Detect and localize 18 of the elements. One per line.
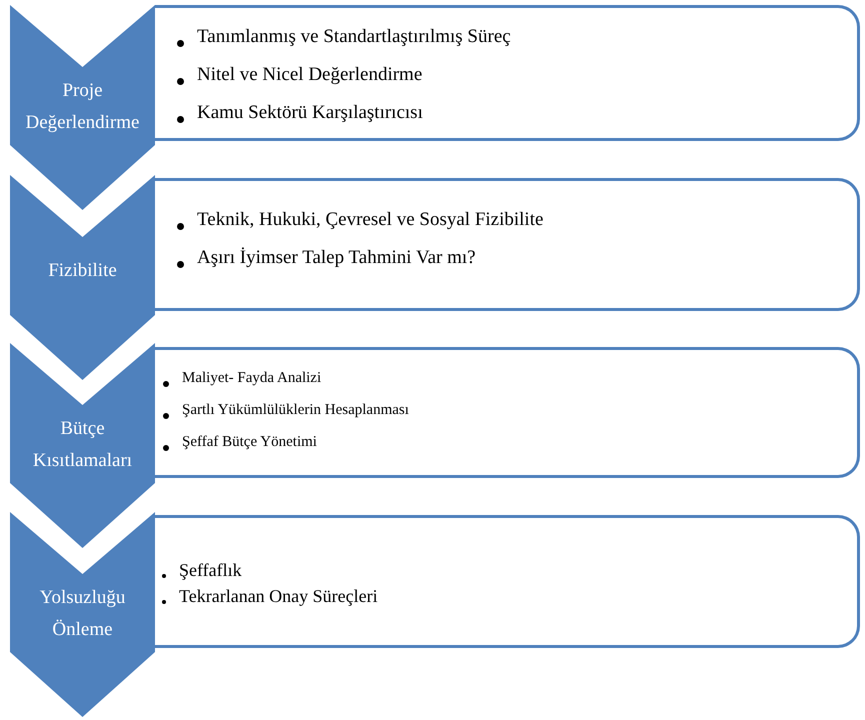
bullet-item: Şeffaf Bütçe Yönetimi (182, 434, 317, 451)
bullet-item: Aşırı İyimser Talep Tahmini Var mı? (197, 247, 476, 269)
step-label: Yolsuzluğu Önleme (38, 586, 126, 642)
step-label: Bütçe Kısıtlamaları (32, 417, 134, 473)
bullet-item: Tekrarlanan Onay Süreçleri (179, 586, 378, 607)
bullet-item: Maliyet- Fayda Analizi (182, 370, 322, 387)
bullet-item: Şeffaflık (179, 560, 242, 581)
bullet-item: Tanımlanmış ve Standartlaştırılmış Süreç (197, 26, 511, 48)
content-panel (155, 5, 860, 141)
content-panel (155, 515, 860, 648)
step-label: Proje Değerlendirme (24, 79, 140, 135)
content-panel (155, 347, 860, 478)
bullet-item: Kamu Sektörü Karşılaştırıcısı (197, 102, 423, 124)
step-label: Fizibilite (47, 259, 118, 283)
bullet-item: Şartlı Yükümlülüklerin Hesaplanması (182, 402, 409, 419)
content-panel (155, 178, 860, 311)
bullet-item: Teknik, Hukuki, Çevresel ve Sosyal Fizibilite (197, 209, 544, 231)
bullet-item: Nitel ve Nicel Değerlendirme (197, 64, 422, 86)
